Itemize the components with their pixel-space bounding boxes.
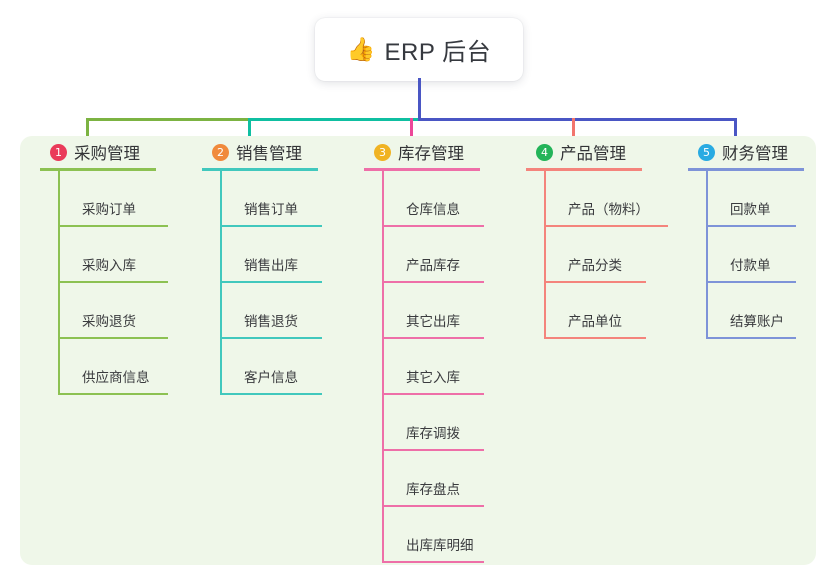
connector-bar-segment-3 — [418, 118, 737, 121]
column-header-5[interactable]: 5 财务管理 — [680, 136, 804, 168]
column-title-4: 产品管理 — [560, 145, 626, 163]
leaf-item-label: 回款单 — [730, 202, 771, 217]
leaf-item-label: 其它入库 — [406, 370, 460, 385]
column-rule-3 — [364, 168, 480, 171]
leaf-item-label: 采购订单 — [82, 202, 136, 217]
column-items-2: 销售订单销售出库销售退货客户信息 — [220, 171, 322, 395]
leaf-item-label: 仓库信息 — [406, 202, 460, 217]
column-badge-5: 5 — [698, 143, 715, 161]
column-items-5: 回款单付款单结算账户 — [706, 171, 804, 339]
leaf-item-label: 产品库存 — [406, 258, 460, 273]
leaf-item-label: 销售退货 — [244, 314, 298, 329]
leaf-item[interactable]: 库存盘点 — [382, 451, 484, 507]
root-node[interactable]: 👍 ERP 后台 — [315, 18, 523, 81]
leaf-item-label: 产品单位 — [568, 314, 622, 329]
leaf-item-label: 采购入库 — [82, 258, 136, 273]
column-title-2: 销售管理 — [236, 145, 302, 163]
leaf-item[interactable]: 产品分类 — [544, 227, 646, 283]
leaf-item-label: 产品（物料） — [568, 202, 649, 217]
leaf-item[interactable]: 仓库信息 — [382, 171, 484, 227]
column-title-1: 采购管理 — [74, 145, 140, 163]
column-title-5: 财务管理 — [722, 145, 788, 163]
column-badge-1: 1 — [50, 143, 67, 161]
leaf-item-label: 出库库明细 — [406, 538, 474, 553]
column-3: 3 库存管理仓库信息产品库存其它出库其它入库库存调拨库存盘点出库库明细 — [356, 136, 484, 563]
leaf-item-label: 供应商信息 — [82, 370, 150, 385]
column-items-1: 采购订单采购入库采购退货供应商信息 — [58, 171, 168, 395]
column-2: 2 销售管理销售订单销售出库销售退货客户信息 — [194, 136, 322, 395]
leaf-item[interactable]: 其它入库 — [382, 339, 484, 395]
column-items-3: 仓库信息产品库存其它出库其它入库库存调拨库存盘点出库库明细 — [382, 171, 484, 563]
connector-bar-segment-2 — [248, 118, 421, 121]
leaf-item-label: 客户信息 — [244, 370, 298, 385]
leaf-item[interactable]: 销售订单 — [220, 171, 322, 227]
column-header-2[interactable]: 2 销售管理 — [194, 136, 322, 168]
leaf-item[interactable]: 客户信息 — [220, 339, 322, 395]
column-rule-1 — [40, 168, 156, 171]
leaf-item-label: 其它出库 — [406, 314, 460, 329]
leaf-item[interactable]: 供应商信息 — [58, 339, 168, 395]
leaf-item-label: 销售订单 — [244, 202, 298, 217]
column-4: 4 产品管理产品（物料） 产品分类产品单位 — [518, 136, 668, 339]
column-items-4: 产品（物料） 产品分类产品单位 — [544, 171, 668, 339]
leaf-item-label: 库存盘点 — [406, 482, 460, 497]
leaf-item[interactable]: 产品（物料） — [544, 171, 668, 227]
leaf-item-label: 结算账户 — [730, 314, 784, 329]
leaf-item-label: 采购退货 — [82, 314, 136, 329]
column-rule-4 — [526, 168, 642, 171]
leaf-item[interactable]: 采购订单 — [58, 171, 168, 227]
branches-panel: 1 采购管理采购订单采购入库采购退货供应商信息 2 销售管理销售订单销售出库销售退货客… — [20, 136, 816, 565]
connector-drop-2 — [248, 118, 251, 150]
connector-drop-4 — [572, 118, 575, 150]
column-rule-5 — [688, 168, 804, 171]
leaf-item[interactable]: 销售出库 — [220, 227, 322, 283]
column-header-4[interactable]: 4 产品管理 — [518, 136, 668, 168]
thumbs-up-icon: 👍 — [346, 36, 376, 62]
leaf-item-label: 付款单 — [730, 258, 771, 273]
leaf-item[interactable]: 出库库明细 — [382, 507, 484, 563]
leaf-item[interactable]: 回款单 — [706, 171, 796, 227]
column-5: 5 财务管理回款单付款单结算账户 — [680, 136, 804, 339]
leaf-item-label: 库存调拨 — [406, 426, 460, 441]
leaf-item[interactable]: 产品库存 — [382, 227, 484, 283]
root-title: ERP 后台 — [384, 39, 492, 66]
column-title-3: 库存管理 — [398, 145, 464, 163]
leaf-item[interactable]: 采购退货 — [58, 283, 168, 339]
connector-bar-segment-1 — [86, 118, 248, 121]
connector-trunk — [418, 78, 421, 121]
leaf-item[interactable]: 销售退货 — [220, 283, 322, 339]
leaf-item[interactable]: 采购入库 — [58, 227, 168, 283]
leaf-item[interactable]: 付款单 — [706, 227, 796, 283]
column-header-3[interactable]: 3 库存管理 — [356, 136, 484, 168]
column-header-1[interactable]: 1 采购管理 — [32, 136, 168, 168]
connector-drop-3 — [410, 118, 413, 150]
leaf-item[interactable]: 结算账户 — [706, 283, 796, 339]
leaf-item-label: 产品分类 — [568, 258, 622, 273]
leaf-item[interactable]: 产品单位 — [544, 283, 646, 339]
leaf-item-label: 销售出库 — [244, 258, 298, 273]
column-badge-3: 3 — [374, 143, 391, 161]
column-badge-4: 4 — [536, 143, 553, 161]
column-rule-2 — [202, 168, 318, 171]
column-1: 1 采购管理采购订单采购入库采购退货供应商信息 — [32, 136, 168, 395]
leaf-item[interactable]: 库存调拨 — [382, 395, 484, 451]
leaf-item[interactable]: 其它出库 — [382, 283, 484, 339]
column-badge-2: 2 — [212, 143, 229, 161]
